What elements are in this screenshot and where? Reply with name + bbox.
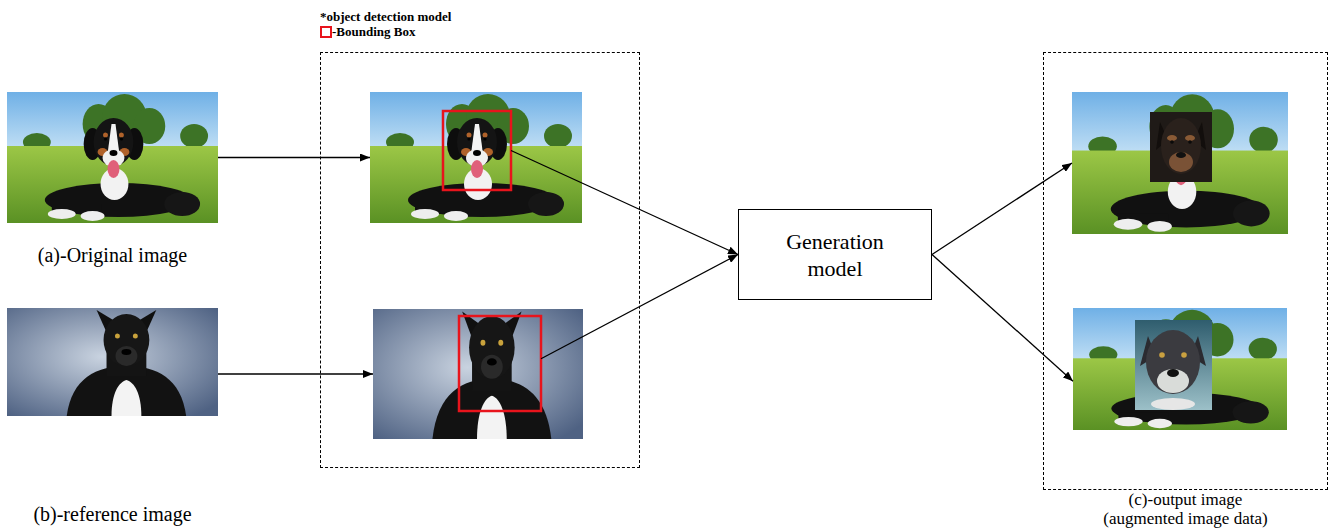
illustration-part — [1167, 135, 1177, 141]
illustration-part — [1157, 369, 1189, 393]
flow-arrow — [932, 163, 1072, 255]
output-photo — [1073, 308, 1287, 430]
photo-frame — [370, 92, 582, 223]
caption: (a)-Original image — [0, 243, 243, 267]
image-node: (b)-reference image — [7, 308, 218, 416]
illustration-part — [1176, 152, 1186, 158]
illustration-part — [1169, 152, 1193, 172]
output-group: (c)-output image (augmented image data) — [1043, 52, 1328, 490]
flow-arrow — [218, 373, 373, 374]
illustration-part — [1167, 369, 1179, 377]
illustration-part — [1146, 330, 1200, 394]
flow-arrow — [218, 157, 370, 158]
illustration-part — [1150, 112, 1212, 182]
flow-arrow — [511, 151, 738, 255]
illustration-part — [1188, 140, 1192, 144]
legend-item: -Bounding Box — [320, 24, 415, 40]
detected-original-photo — [370, 92, 582, 223]
bounding-box — [459, 316, 541, 411]
legend-text: -Bounding Box — [332, 24, 415, 40]
bounding-box — [443, 111, 511, 190]
generated-patch — [1150, 112, 1212, 182]
legend: -Bounding Box — [320, 24, 415, 40]
photo-frame — [373, 309, 583, 439]
photo-frame — [7, 308, 218, 416]
box-label: Generation model — [770, 228, 900, 282]
illustration-part — [1159, 352, 1165, 358]
process-box: Generation model — [738, 209, 932, 300]
illustration-part — [1161, 118, 1201, 174]
caption: (c)-output image (augmented image data) — [1093, 490, 1278, 528]
flow-arrow — [932, 255, 1073, 382]
detected-reference-photo — [373, 309, 583, 439]
legend-swatch — [320, 26, 332, 38]
illustration-part — [1170, 140, 1174, 144]
illustration-part — [1181, 352, 1187, 358]
illustration-part — [1135, 320, 1212, 410]
generated-patch — [1135, 320, 1212, 410]
illustration-part — [1151, 398, 1195, 410]
image-node: (a)-Original image — [7, 92, 218, 223]
photo-frame — [1073, 308, 1287, 430]
reference-photo — [7, 308, 218, 416]
group-heading: *object detection model — [320, 9, 451, 25]
photo-frame — [1072, 92, 1288, 234]
detection-group: *object detection model — [320, 52, 640, 468]
original-photo — [7, 92, 218, 223]
photo-frame — [7, 92, 218, 223]
caption: (b)-reference image — [0, 502, 243, 526]
output-photo — [1072, 92, 1288, 234]
illustration-part — [1185, 135, 1195, 141]
